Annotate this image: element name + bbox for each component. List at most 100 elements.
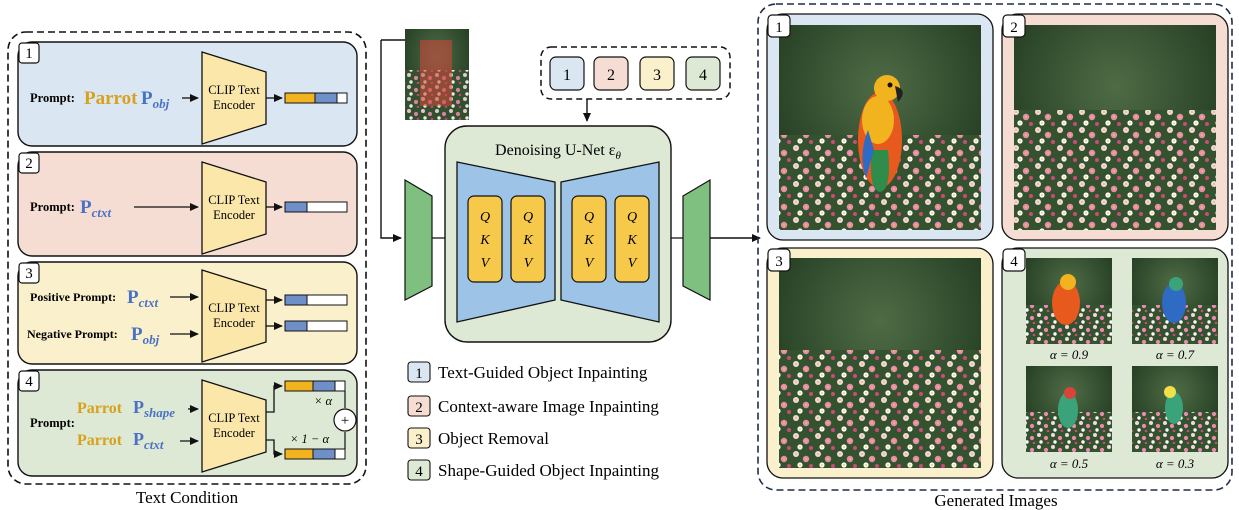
legend-num-1: 1	[415, 366, 423, 382]
panel2-token-bar	[284, 201, 348, 213]
panel1-encoder-line1: CLIP Text	[208, 83, 260, 97]
svg-text:K: K	[626, 233, 637, 248]
alpha-label-1: α = 0.9	[1050, 347, 1089, 362]
alpha-thumb-3	[1026, 366, 1112, 452]
panel1-token: Pobj	[141, 88, 170, 111]
generated-panel-3: 3	[766, 247, 994, 479]
task-option-1[interactable]	[549, 56, 585, 91]
generated-image-3-flowers	[779, 350, 981, 468]
svg-text:V: V	[481, 256, 491, 271]
task-selector-border	[540, 46, 731, 100]
encoder-conv-block	[404, 178, 433, 301]
svg-text:Q: Q	[523, 210, 533, 225]
panel3-negative-label: Negative Prompt:	[27, 327, 118, 341]
qkv-block-4: Q K V	[614, 195, 650, 283]
panel4-parrot-word-2: Parrot	[77, 432, 123, 449]
panel4-arrow-out-top	[266, 382, 283, 413]
alpha-label-2: α = 0.7	[1156, 347, 1195, 362]
task-option-3[interactable]	[639, 56, 675, 91]
legend-badge-2	[407, 395, 431, 417]
text-condition-border	[7, 31, 367, 485]
task-option-4[interactable]	[685, 56, 721, 91]
panel2-token: Pctxt	[80, 197, 111, 220]
task-option-4-label: 4	[699, 67, 707, 84]
text-panel-3-badge	[18, 262, 40, 284]
panel4-weight-alpha: × α	[314, 394, 333, 408]
masked-input-image	[405, 29, 469, 120]
task-legend: 1 Text-Guided Object Inpainting 2 Contex…	[407, 361, 659, 481]
task-option-1-label: 1	[563, 67, 571, 84]
text-panel-1-badge	[18, 42, 40, 64]
parrot-figure-1	[858, 75, 903, 192]
generated-badge-4	[1002, 248, 1026, 272]
text-panel-2-bg	[17, 151, 358, 257]
legend-badge-3	[407, 427, 431, 449]
panel3-encoder-line1: CLIP Text	[208, 301, 260, 315]
panel3-positive-token: Pctxt	[127, 287, 158, 310]
text-panel-1: 1 Prompt: Parrot Pobj CLIP Text Encoder	[17, 41, 358, 147]
panel2-prompt-label: Prompt:	[30, 200, 75, 214]
text-panel-3-bg	[17, 261, 358, 365]
alpha-label-4: α = 0.3	[1156, 456, 1195, 471]
generated-badge-3	[767, 248, 791, 272]
generated-panel-1: 1	[766, 13, 994, 241]
legend-label-2: Context-aware Image Inpainting	[438, 397, 659, 416]
panel4-prompt-label: Prompt:	[30, 416, 75, 430]
qkv-block-3: Q K V	[571, 195, 607, 283]
panel4-encoder-line2: Encoder	[213, 426, 255, 440]
svg-text:V: V	[585, 256, 595, 271]
generated-badge-3-num: 3	[775, 254, 783, 270]
unet-title: Denoising U-Net εθ	[495, 142, 621, 162]
text-panel-4-badge	[18, 370, 40, 392]
generated-image-2-flowers	[1014, 110, 1216, 230]
legend-label-1: Text-Guided Object Inpainting	[438, 363, 648, 382]
generated-caption: Generated Images	[934, 491, 1057, 510]
generated-badge-1-num: 1	[775, 20, 783, 36]
alpha-thumb-1	[1026, 258, 1112, 344]
text-condition-group: Text Condition 1 Prompt: Parrot Pobj CLI…	[7, 31, 367, 507]
panel4-encoder-line1: CLIP Text	[208, 411, 260, 425]
panel4-token-bar-top	[284, 380, 346, 392]
generated-badge-2	[1002, 14, 1026, 38]
legend-label-4: Shape-Guided Object Inpainting	[438, 461, 659, 480]
generated-panel-4: 4 α = 0.9 α = 0.7	[1001, 247, 1229, 479]
task-option-2[interactable]	[593, 56, 629, 91]
alpha-thumb-2	[1132, 258, 1218, 344]
qkv-block-1: Q K V	[467, 195, 503, 283]
panel4-weight-one-minus-alpha: × 1 − α	[290, 432, 329, 446]
legend-num-3: 3	[415, 432, 423, 448]
panel1-parrot-word: Parrot	[84, 88, 138, 109]
denoising-unet: Denoising U-Net εθ Q K V Q K V Q K V Q K…	[444, 125, 672, 343]
legend-num-2: 2	[415, 400, 423, 416]
legend-badge-1	[407, 361, 431, 383]
generated-images-group: Generated Images 1 2	[757, 3, 1233, 510]
panel2-encoder-line1: CLIP Text	[208, 193, 260, 207]
panel4-clip-encoder	[201, 379, 267, 473]
panel3-negative-token: Pobj	[131, 324, 160, 347]
panel1-clip-encoder	[201, 51, 267, 145]
mask-to-unet-arrow	[380, 40, 402, 242]
panel4-plus-circle	[333, 408, 357, 432]
panel4-token-ctxt: Pctxt	[133, 429, 164, 452]
panel4-parrot-word-1: Parrot	[77, 400, 123, 417]
panel1-encoder-line2: Encoder	[213, 98, 255, 112]
text-panel-4: 4 Prompt: Parrot Pshape Parrot Pctxt CLI…	[17, 369, 358, 477]
panel4-arrow-out-bottom	[266, 439, 283, 458]
panel3-clip-encoder	[201, 269, 267, 363]
panel3-token-bar-1	[284, 294, 348, 306]
panel2-encoder-line2: Encoder	[213, 208, 255, 222]
text-panel-3-num: 3	[25, 266, 33, 282]
legend-badge-4	[407, 459, 431, 481]
task-selector: 1 2 3 4	[540, 46, 731, 100]
decoder-conv-block	[682, 178, 711, 301]
text-condition-caption: Text Condition	[136, 488, 239, 507]
panel1-prompt-label: Prompt:	[30, 91, 75, 105]
task-option-3-label: 3	[653, 67, 661, 84]
legend-label-3: Object Removal	[438, 429, 549, 448]
svg-text:K: K	[583, 233, 594, 248]
alpha-label-3: α = 0.5	[1050, 456, 1089, 471]
text-panel-1-num: 1	[25, 46, 33, 62]
alpha-thumb-4	[1132, 366, 1218, 452]
svg-text:K: K	[522, 233, 533, 248]
